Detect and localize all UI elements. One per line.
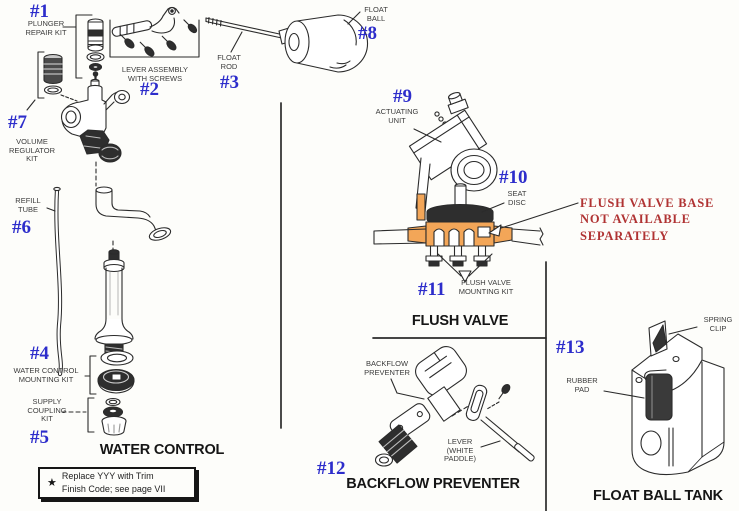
callout-plunger-repair-kit: PLUNGER REPAIR KIT — [25, 19, 67, 37]
section-title-water-control: WATER CONTROL — [99, 442, 225, 458]
callout-lever-assembly: LEVER ASSEMBLY WITH SCREWS — [121, 65, 189, 83]
star-icon: ★ — [47, 476, 57, 489]
part-number-10[interactable]: #10 — [499, 167, 528, 188]
section-title-flush-valve: FLUSH VALVE — [411, 313, 509, 329]
part-number-11[interactable]: #11 — [418, 279, 446, 300]
trim-finish-note-text: Replace YYY with Trim Finish Code; see p… — [61, 471, 166, 494]
backflow-preventer-drawing — [374, 346, 535, 467]
callout-spring-clip: SPRING CLIP — [703, 315, 733, 333]
callout-refill-tube: REFILL TUBE — [15, 196, 41, 214]
callout-water-control-mounting-kit: WATER CONTROL MOUNTING KIT — [13, 366, 79, 384]
callout-lever-white-paddle: LEVER (WHITE PADDLE) — [444, 437, 476, 464]
part-number-12[interactable]: #12 — [317, 458, 346, 479]
callout-seat-disc: SEAT DISC — [507, 189, 527, 207]
part-number-5[interactable]: #5 — [30, 427, 49, 448]
refill-tube-drawing — [46, 186, 63, 377]
callout-float-ball: FLOAT BALL — [364, 5, 388, 23]
callout-float-rod: FLOAT ROD — [217, 53, 241, 71]
callout-volume-regulator-kit: VOLUME REGULATOR KIT — [9, 137, 55, 164]
part-number-7[interactable]: #7 — [8, 112, 27, 133]
volume-regulator-kit-drawing — [26, 51, 78, 111]
callout-backflow-preventer: BACKFLOW PREVENTER — [364, 359, 410, 377]
part-number-6[interactable]: #6 — [12, 217, 31, 238]
callout-actuating-unit: ACTUATING UNIT — [375, 107, 419, 125]
control-column-drawing — [94, 249, 134, 361]
callout-rubber-pad: RUBBER PAD — [566, 376, 598, 394]
supply-coupling-kit-drawing — [61, 397, 127, 436]
callout-flush-valve-mounting-kit: FLUSH VALVE MOUNTING KIT — [458, 278, 514, 296]
faucet-body-drawing — [60, 78, 131, 187]
float-rod-drawing — [205, 16, 285, 53]
part-number-8[interactable]: #8 — [358, 23, 377, 44]
warning-flush-valve-base: FLUSH VALVE BASE NOT AVAILABLE SEPARATEL… — [580, 196, 715, 243]
part-number-13[interactable]: #13 — [556, 337, 585, 358]
part-number-9[interactable]: #9 — [393, 86, 412, 107]
part-number-2[interactable]: #2 — [140, 79, 159, 100]
part-number-4[interactable]: #4 — [30, 343, 49, 364]
callout-supply-coupling-kit: SUPPLY COUPLING KIT — [27, 397, 67, 424]
part-number-3[interactable]: #3 — [220, 72, 239, 93]
section-title-backflow-preventer: BACKFLOW PREVENTER — [346, 476, 520, 492]
section-title-float-ball-tank: FLOAT BALL TANK — [593, 488, 723, 504]
spout-drawing — [95, 186, 172, 253]
float-ball-tank-drawing — [603, 320, 725, 476]
lever-assembly-drawing — [109, 6, 200, 58]
trim-finish-note-box: ★ Replace YYY with Trim Finish Code; see… — [38, 467, 196, 499]
float-ball-drawing — [278, 11, 368, 73]
part-number-1[interactable]: #1 — [30, 1, 49, 22]
flush-valve-drawing — [373, 91, 579, 283]
plunger-repair-kit-drawing — [62, 14, 105, 98]
section-divider-lines — [280, 102, 547, 511]
mounting-kit-drawing — [84, 350, 135, 395]
